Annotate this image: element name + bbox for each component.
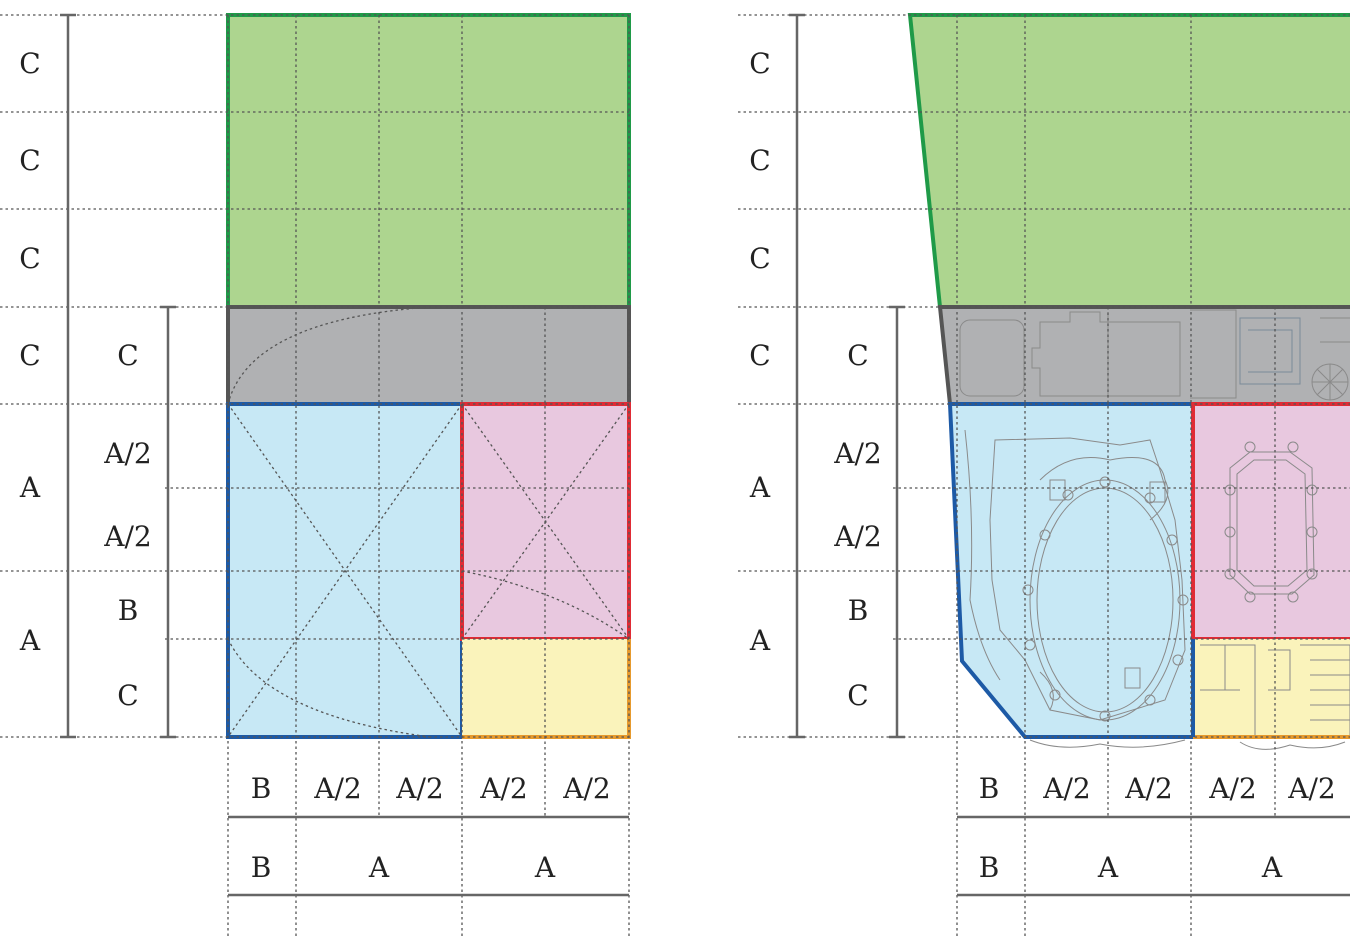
label-c: C: [19, 144, 40, 177]
yellow-plan-details: [1200, 644, 1350, 750]
vertical-grid: [227, 15, 630, 936]
label-a-half: A/2: [1287, 772, 1335, 805]
pink-plan-details: [1224, 441, 1318, 603]
pink-region: [1193, 404, 1350, 639]
horizontal-grid: [738, 14, 1350, 738]
green-region: [910, 15, 1350, 307]
left-diagram: C C C C A A C A/2 A/2 B C B A/2 A/2 A/2 …: [0, 13, 631, 936]
grey-region: [226, 305, 631, 406]
label-c: C: [19, 339, 40, 372]
label-a-half: A/2: [395, 772, 443, 805]
label-a-half: A/2: [1208, 772, 1256, 805]
label-a: A: [19, 624, 41, 657]
left-inner-labels: C A/2 A/2 B C: [103, 339, 151, 712]
left-bottom-labels-row1: B A/2 A/2 A/2 A/2: [251, 772, 611, 805]
label-a-half: A/2: [562, 772, 610, 805]
label-c: C: [847, 679, 868, 712]
blue-region: [950, 404, 1193, 737]
label-a-half: A/2: [103, 520, 151, 553]
label-a-half: A/2: [833, 520, 881, 553]
green-region: [226, 13, 631, 309]
label-b: B: [979, 772, 1000, 805]
left-measure-bars: [60, 13, 629, 897]
grey-region-border: [937, 305, 1350, 405]
blue-plan-details: [964, 429, 1189, 748]
construction-lines: [227, 306, 630, 738]
horizontal-grid: [0, 14, 629, 738]
label-a-half: A/2: [833, 437, 881, 470]
right-bottom-labels-row1: B A/2 A/2 A/2 A/2: [979, 772, 1336, 805]
label-c: C: [847, 339, 868, 372]
label-b: B: [251, 851, 272, 884]
grey-plan-details: [959, 309, 1350, 401]
label-c: C: [117, 679, 138, 712]
label-a: A: [368, 851, 390, 884]
label-a: A: [1261, 851, 1283, 884]
label-a-half: A/2: [1042, 772, 1090, 805]
label-c: C: [19, 47, 40, 80]
label-a-half: A/2: [479, 772, 527, 805]
vertical-grid: [956, 15, 1276, 936]
yellow-region: [1193, 639, 1350, 737]
label-c: C: [749, 339, 770, 372]
label-a: A: [749, 624, 771, 657]
label-b: B: [251, 772, 272, 805]
label-a-half: A/2: [103, 437, 151, 470]
right-inner-labels: C A/2 A/2 B C: [833, 339, 881, 712]
label-c: C: [749, 144, 770, 177]
label-a: A: [749, 471, 771, 504]
label-a-half: A/2: [313, 772, 361, 805]
label-a: A: [534, 851, 556, 884]
right-measure-bars: [789, 13, 1350, 897]
left-outer-labels: C C C C A A: [19, 47, 41, 657]
label-a: A: [1097, 851, 1119, 884]
label-b: B: [848, 594, 869, 627]
label-c: C: [19, 242, 40, 275]
label-a-half: A/2: [1124, 772, 1172, 805]
label-b: B: [118, 594, 139, 627]
label-a: A: [19, 471, 41, 504]
label-c: C: [749, 242, 770, 275]
label-c: C: [749, 47, 770, 80]
left-bottom-labels-row2: B A A: [251, 851, 556, 884]
label-b: B: [979, 851, 1000, 884]
right-diagram: C C C C A A C A/2 A/2 B C B A/2 A/2 A/2 …: [738, 13, 1350, 936]
grey-region: [940, 307, 1350, 404]
label-c: C: [117, 339, 138, 372]
right-bottom-labels-row2: B A A: [979, 851, 1283, 884]
right-outer-labels: C C C C A A: [749, 47, 771, 657]
